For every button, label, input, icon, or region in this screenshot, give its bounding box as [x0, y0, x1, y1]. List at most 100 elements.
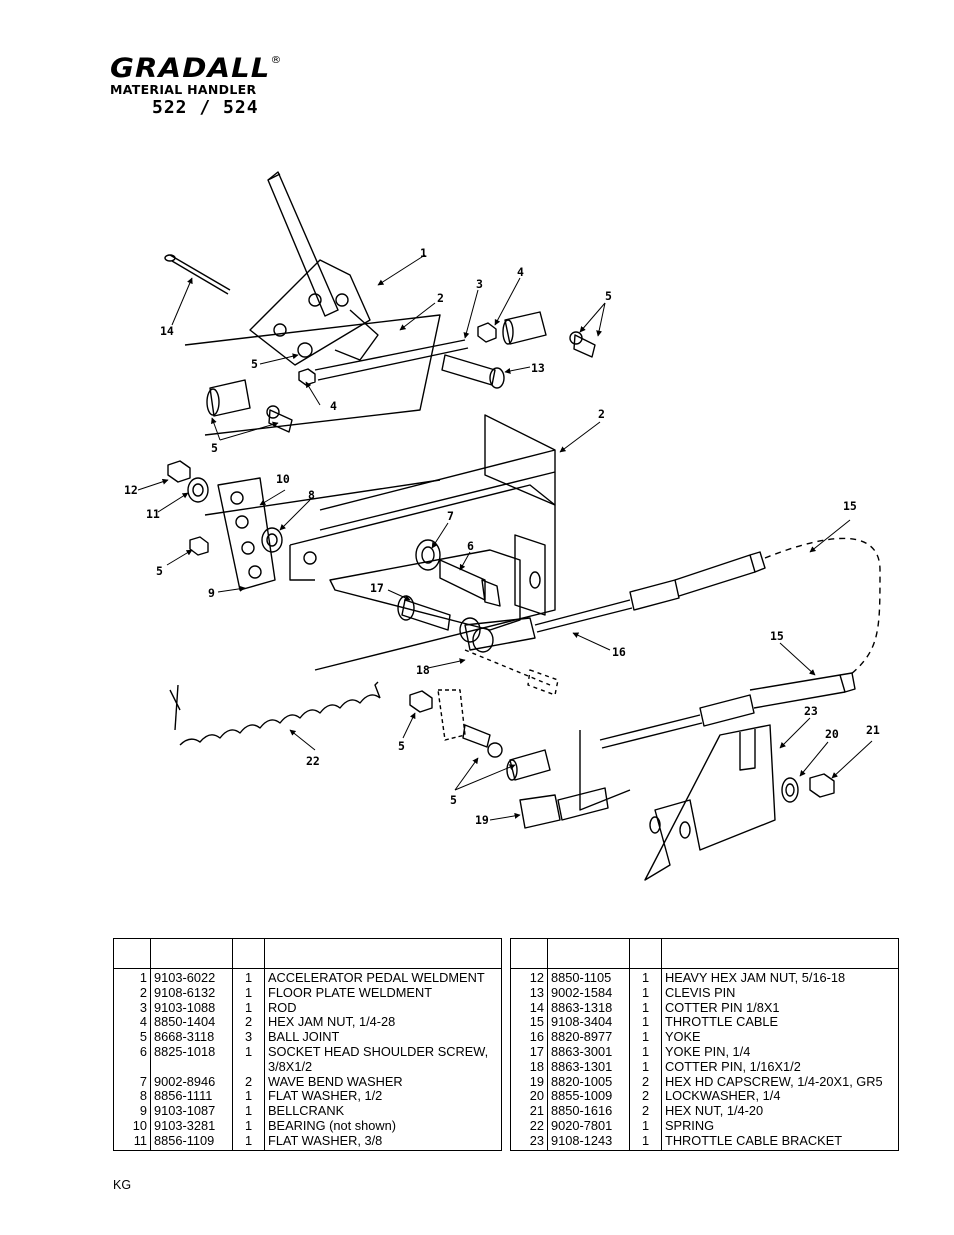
- model-number: 522 / 524: [152, 97, 259, 118]
- item-number-cell: 10: [113, 1118, 151, 1134]
- callout-16: 16: [612, 645, 626, 659]
- header-desc-cell: [661, 938, 899, 969]
- header-qty-cell: [232, 938, 265, 969]
- item-number-cell: 18: [510, 1059, 548, 1075]
- part-number-cell: 8850-1404: [150, 1015, 233, 1031]
- quantity-cell: 1: [232, 1089, 265, 1105]
- description-cell: BALL JOINT: [264, 1030, 502, 1045]
- quantity-cell: 1: [629, 968, 662, 986]
- callout-4b: 4: [330, 399, 337, 413]
- description-cell: ACCELERATOR PEDAL WELDMENT: [264, 968, 502, 986]
- diagram-drawing: 1 2 3 4 5 14 5 4 13 5 2 12 11 10 8 7 6 5…: [124, 171, 881, 881]
- description-cell: LOCKWASHER, 1/4: [661, 1089, 899, 1105]
- item-number-cell: 3: [113, 1000, 151, 1016]
- callout-10: 10: [276, 472, 290, 486]
- part-number-cell: 9002-1584: [547, 985, 630, 1001]
- part-number-cell: [150, 1059, 233, 1075]
- quantity-cell: 1: [629, 1118, 662, 1134]
- callout-5b: 5: [251, 357, 258, 371]
- item-number-cell: 22: [510, 1118, 548, 1134]
- header-part-cell: [547, 938, 630, 969]
- callout-5c: 5: [211, 441, 218, 455]
- item-number-cell: 6: [113, 1044, 151, 1060]
- callout-5: 5: [605, 289, 612, 303]
- description-cell: FLAT WASHER, 1/2: [264, 1089, 502, 1105]
- callout-12: 12: [124, 483, 138, 497]
- description-cell: HEX JAM NUT, 1/4-28: [264, 1015, 502, 1031]
- item-number-cell: 20: [510, 1089, 548, 1105]
- item-number-cell: 23: [510, 1133, 548, 1151]
- callout-19: 19: [475, 813, 489, 827]
- callout-1: 1: [420, 246, 427, 260]
- quantity-cell: 1: [232, 1000, 265, 1016]
- item-number-cell: 13: [510, 985, 548, 1001]
- callout-21: 21: [866, 723, 880, 737]
- brand-logo: GRADALL®: [110, 46, 326, 84]
- callout-labels: 1 2 3 4 5 14 5 4 13 5 2 12 11 10 8 7 6 5…: [124, 246, 880, 827]
- part-number-cell: 9103-1087: [150, 1103, 233, 1119]
- item-number-cell: 14: [510, 1000, 548, 1016]
- quantity-cell: 2: [232, 1074, 265, 1090]
- item-number-cell: 17: [510, 1044, 548, 1060]
- part-number-cell: 8668-3118: [150, 1029, 233, 1045]
- callout-14: 14: [160, 324, 174, 338]
- description-cell: SPRING: [661, 1118, 899, 1134]
- description-cell: CLEVIS PIN: [661, 985, 899, 1001]
- callout-3: 3: [476, 277, 483, 291]
- header-desc-cell: [264, 938, 502, 969]
- quantity-cell: 1: [232, 1103, 265, 1119]
- item-number-cell: 1: [113, 968, 151, 986]
- item-number-cell: 7: [113, 1074, 151, 1090]
- part-number-cell: 8863-3001: [547, 1044, 630, 1060]
- registered-mark: ®: [270, 55, 283, 66]
- item-number-cell: 9: [113, 1103, 151, 1119]
- description-cell: SOCKET HEAD SHOULDER SCREW,: [264, 1044, 502, 1060]
- item-number-cell: [113, 1059, 151, 1075]
- quantity-cell: 1: [629, 1000, 662, 1016]
- callout-13: 13: [531, 361, 545, 375]
- quantity-cell: 1: [232, 1118, 265, 1134]
- callout-5e: 5: [398, 739, 405, 753]
- quantity-cell: 2: [629, 1089, 662, 1105]
- header-item-cell: [510, 938, 548, 969]
- description-cell: COTTER PIN 1/8X1: [661, 1000, 899, 1016]
- description-cell: COTTER PIN, 1/16X1/2: [661, 1059, 899, 1075]
- description-cell: HEX HD CAPSCREW, 1/4-20X1, GR5: [661, 1074, 899, 1090]
- item-number-cell: 19: [510, 1074, 548, 1090]
- header-qty-cell: [629, 938, 662, 969]
- item-number-cell: 5: [113, 1029, 151, 1045]
- description-cell: YOKE: [661, 1030, 899, 1045]
- part-number-cell: 8863-1301: [547, 1059, 630, 1075]
- part-number-cell: 9103-6022: [150, 968, 233, 986]
- callout-5f: 5: [450, 793, 457, 807]
- callout-6: 6: [467, 539, 474, 553]
- quantity-cell: 1: [232, 1044, 265, 1060]
- description-cell: YOKE PIN, 1/4: [661, 1044, 899, 1060]
- callout-7: 7: [447, 509, 454, 523]
- callout-22: 22: [306, 754, 320, 768]
- item-number-cell: 2: [113, 985, 151, 1001]
- part-number-cell: 9103-1088: [150, 1000, 233, 1016]
- table-header-row: [113, 938, 502, 969]
- description-cell: THROTTLE CABLE BRACKET: [661, 1133, 899, 1151]
- quantity-cell: 3: [232, 1029, 265, 1045]
- description-cell: ROD: [264, 1000, 502, 1016]
- brand-name: GRADALL: [110, 53, 271, 84]
- callout-17: 17: [370, 581, 384, 595]
- exploded-parts-diagram: 1 2 3 4 5 14 5 4 13 5 2 12 11 10 8 7 6 5…: [110, 160, 900, 900]
- part-number-cell: 8820-8977: [547, 1029, 630, 1045]
- quantity-cell: 2: [629, 1074, 662, 1090]
- description-cell: FLAT WASHER, 3/8: [264, 1133, 502, 1151]
